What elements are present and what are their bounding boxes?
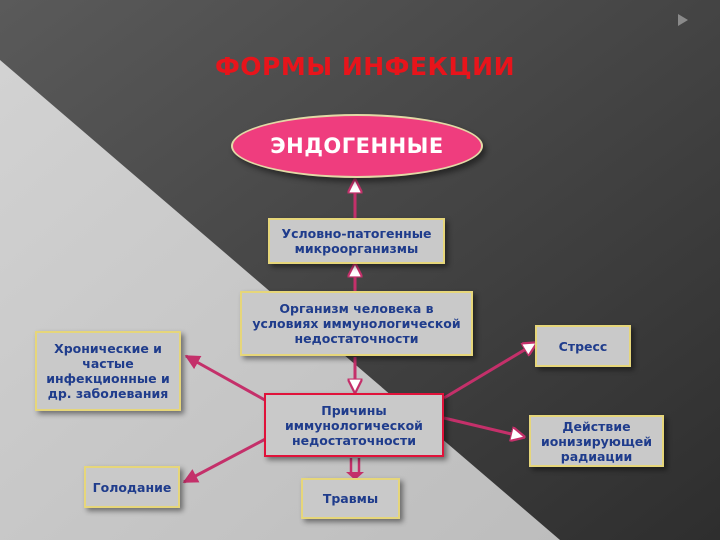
node-chronic: Хронические и частые инфекционные и др. … [35,331,181,411]
corner-arrow-icon [678,14,688,26]
node-causes: Причины иммунологической недостаточности [264,393,444,457]
node-stress: Стресс [535,325,631,367]
arrow-to-starvation [182,432,276,484]
arrow-to-chronic [184,354,273,406]
node-radiation: Действие ионизирующей радиации [529,415,664,467]
node-organism: Организм человека в условиях иммунологич… [240,291,473,356]
node-injuries: Травмы [301,478,400,519]
node-microorganisms: Условно-патогенные микроорганизмы [268,218,445,264]
page-title: ФОРМЫ ИНФЕКЦИИ [214,52,516,81]
arrow-to-stress [443,343,536,400]
node-starvation: Голодание [84,466,180,508]
double-arrow-to-injuries [349,458,361,472]
arrow-to-radiation [443,416,524,437]
root-node-endogenous: ЭНДОГЕННЫЕ [231,114,483,178]
